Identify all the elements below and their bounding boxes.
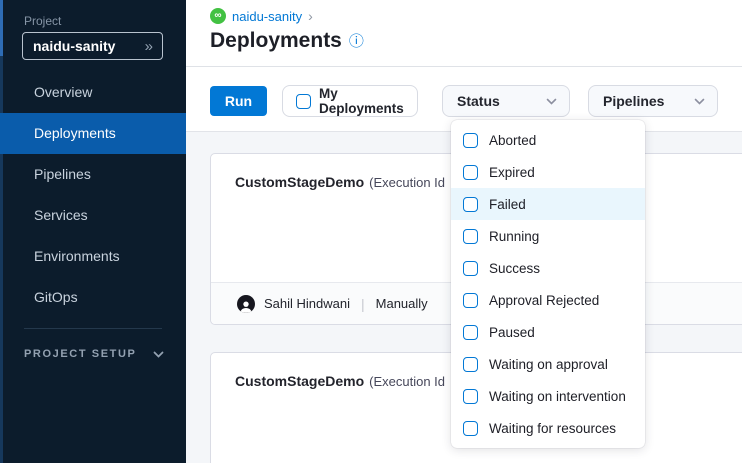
checkbox-icon[interactable] [463, 389, 478, 404]
user-avatar-icon [237, 295, 255, 313]
status-option-label: Success [489, 261, 540, 276]
trigger-type: Manually [376, 296, 428, 311]
chevron-down-icon [546, 98, 557, 105]
pipelines-filter-label: Pipelines [603, 93, 664, 109]
execution-id-note: (Execution Id [369, 374, 445, 389]
status-option-paused[interactable]: Paused [451, 316, 645, 348]
status-option-aborted[interactable]: Aborted [451, 124, 645, 156]
page-title: Deployments [210, 29, 342, 53]
project-sidebar: Project naidu-sanity » Overview Deployme… [0, 0, 186, 463]
status-option-waiting-for-resources[interactable]: Waiting for resources [451, 412, 645, 444]
status-option-label: Waiting on approval [489, 357, 608, 372]
status-option-success[interactable]: Success [451, 252, 645, 284]
run-button[interactable]: Run [210, 86, 267, 116]
sidebar-item-services[interactable]: Services [0, 195, 186, 236]
my-deployments-toggle[interactable]: My Deployments [282, 85, 418, 117]
project-selector-value: naidu-sanity [23, 38, 145, 54]
chevron-right-icon: › [308, 8, 313, 24]
sidebar-item-pipelines[interactable]: Pipelines [0, 154, 186, 195]
sidebar-item-deployments[interactable]: Deployments [0, 113, 186, 154]
project-setup-label: PROJECT SETUP [24, 348, 137, 360]
status-option-label: Waiting on intervention [489, 389, 626, 404]
my-deployments-checkbox[interactable] [296, 94, 311, 109]
sidebar-item-gitops[interactable]: GitOps [0, 277, 186, 318]
chevron-down-icon [694, 98, 705, 105]
status-dropdown-panel: Aborted Expired Failed Running Success A… [451, 120, 645, 448]
status-filter-label: Status [457, 93, 500, 109]
status-option-label: Running [489, 229, 539, 244]
pipelines-filter-dropdown[interactable]: Pipelines [588, 85, 718, 117]
page-header: ∞ naidu-sanity › Deployments ⓘ [186, 0, 742, 67]
breadcrumb-project-link[interactable]: naidu-sanity [232, 9, 302, 24]
sidebar-item-overview[interactable]: Overview [0, 72, 186, 113]
status-option-label: Waiting for resources [489, 421, 616, 436]
status-filter-dropdown[interactable]: Status [442, 85, 570, 117]
checkbox-icon[interactable] [463, 229, 478, 244]
checkbox-icon[interactable] [463, 325, 478, 340]
checkbox-icon[interactable] [463, 357, 478, 372]
status-option-running[interactable]: Running [451, 220, 645, 252]
checkbox-icon[interactable] [463, 197, 478, 212]
status-option-waiting-on-approval[interactable]: Waiting on approval [451, 348, 645, 380]
status-option-expired[interactable]: Expired [451, 156, 645, 188]
info-icon[interactable]: ⓘ [349, 34, 364, 49]
sidebar-divider [24, 328, 162, 329]
execution-id-note: (Execution Id [369, 175, 445, 190]
status-option-approval-rejected[interactable]: Approval Rejected [451, 284, 645, 316]
active-module-indicator [0, 0, 3, 56]
breadcrumb: ∞ naidu-sanity › [210, 8, 313, 24]
page-title-row: Deployments ⓘ [210, 29, 364, 53]
checkbox-icon[interactable] [463, 421, 478, 436]
status-option-failed[interactable]: Failed [451, 188, 645, 220]
project-expand-icon[interactable]: » [145, 38, 162, 55]
pipeline-name[interactable]: CustomStageDemo [235, 174, 364, 190]
status-option-label: Paused [489, 325, 535, 340]
status-option-waiting-on-intervention[interactable]: Waiting on intervention [451, 380, 645, 412]
cd-module-icon: ∞ [210, 8, 226, 24]
chevron-down-icon [153, 351, 164, 358]
status-option-label: Approval Rejected [489, 293, 599, 308]
project-selector[interactable]: naidu-sanity » [22, 32, 163, 60]
checkbox-icon[interactable] [463, 261, 478, 276]
checkbox-icon[interactable] [463, 165, 478, 180]
footer-separator: | [361, 296, 365, 312]
project-label: Project [24, 14, 61, 28]
pipeline-name[interactable]: CustomStageDemo [235, 373, 364, 389]
sidebar-nav: Overview Deployments Pipelines Services … [0, 72, 186, 318]
status-option-label: Aborted [489, 133, 536, 148]
sidebar-item-environments[interactable]: Environments [0, 236, 186, 277]
checkbox-icon[interactable] [463, 133, 478, 148]
project-setup-toggle[interactable]: PROJECT SETUP [24, 348, 164, 360]
my-deployments-label: My Deployments [319, 86, 404, 116]
checkbox-icon[interactable] [463, 293, 478, 308]
status-option-label: Expired [489, 165, 535, 180]
triggered-by-user: Sahil Hindwani [264, 296, 350, 311]
status-option-label: Failed [489, 197, 526, 212]
